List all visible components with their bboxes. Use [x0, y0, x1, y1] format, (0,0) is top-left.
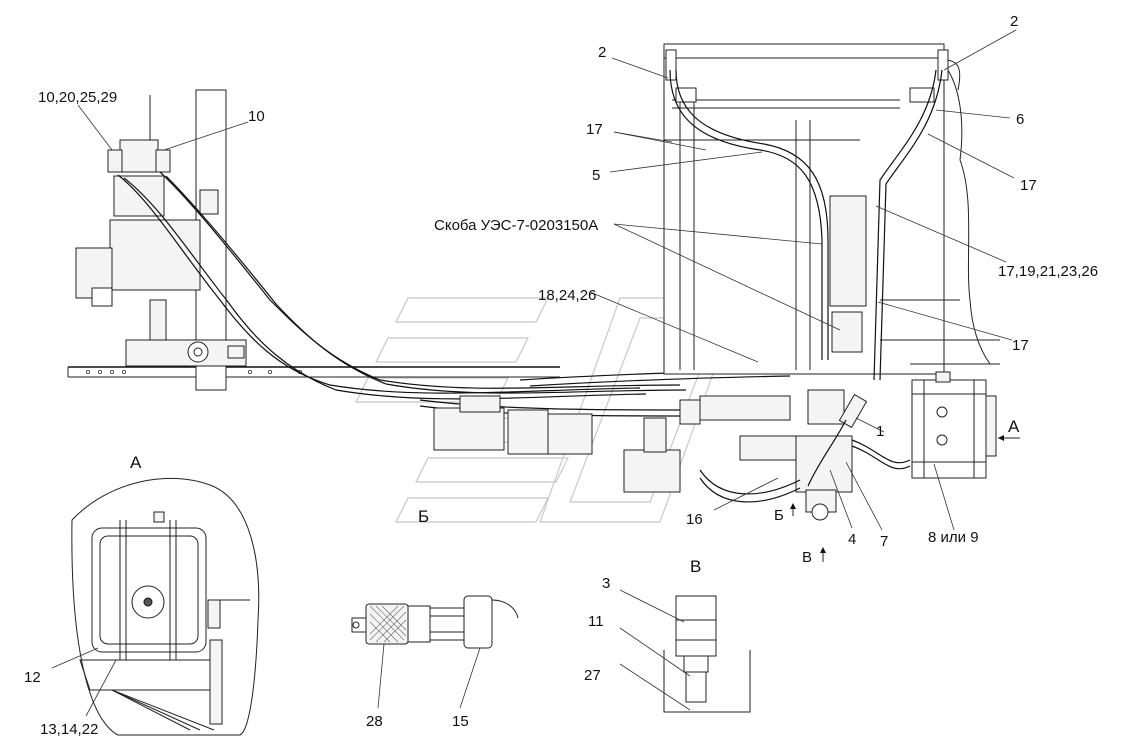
label-18-24-26: 18,24,26 [538, 287, 596, 304]
label-2-right: 2 [1010, 13, 1018, 30]
label-10-20-25-29: 10,20,25,29 [38, 89, 117, 106]
leader-lines [77, 29, 1018, 531]
label-bracket: Скоба УЭС-7-0203150А [434, 217, 598, 234]
label-17-right: 17 [1020, 177, 1037, 194]
cab-frame [663, 43, 1000, 381]
label-27: 27 [584, 667, 601, 684]
frame-rail [67, 366, 560, 378]
detail-view-a [51, 477, 260, 736]
label-12: 12 [24, 669, 41, 686]
label-11: 11 [588, 613, 604, 630]
pump-unit [75, 89, 247, 391]
label-15: 15 [452, 713, 469, 730]
oil-tank [911, 371, 997, 479]
view-arrows [790, 435, 1020, 562]
label-28: 28 [366, 713, 383, 730]
detail-view-v [619, 589, 751, 713]
label-arrow-a: А [1008, 417, 1020, 436]
label-13-14-22: 13,14,22 [40, 721, 98, 738]
mid-hardware [433, 395, 791, 493]
label-17-lower: 17 [1012, 337, 1029, 354]
label-1: 1 [876, 423, 884, 440]
label-8-or-9: 8 или 9 [928, 529, 979, 546]
label-3: 3 [602, 575, 610, 592]
label-4: 4 [848, 531, 856, 548]
label-6: 6 [1016, 111, 1024, 128]
hose-fitting-detail [351, 595, 519, 709]
label-b-cyr: Б [418, 507, 429, 526]
label-16: 16 [686, 511, 703, 528]
label-2-left: 2 [598, 44, 606, 61]
view-v-title: В [690, 557, 701, 576]
label-17-top: 17 [586, 121, 603, 138]
view-a-title: А [130, 453, 142, 472]
callout-labels: 10,20,25,29 10 2 2 17 5 6 17 Скоба УЭС-7… [24, 13, 1098, 738]
valve-assembly [699, 389, 911, 521]
label-b-arrow: Б [774, 507, 784, 524]
label-v-arrow: В [802, 549, 812, 566]
label-10: 10 [248, 108, 265, 125]
label-7: 7 [880, 533, 888, 550]
label-5: 5 [592, 167, 600, 184]
label-17-19-21-23-26: 17,19,21,23,26 [998, 263, 1098, 280]
